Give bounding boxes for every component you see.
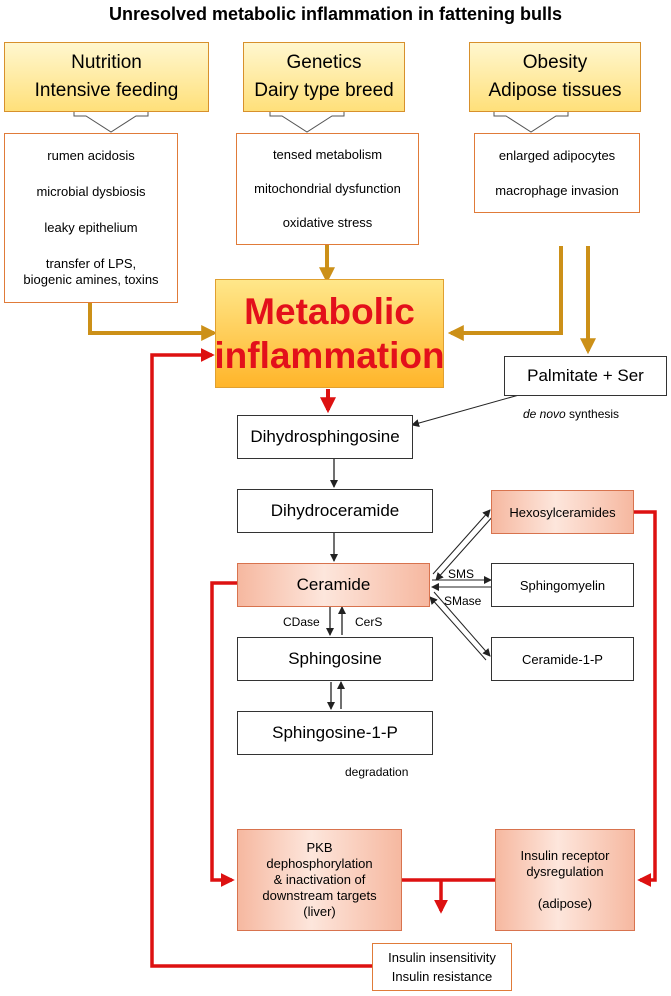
detail-nutrition: rumen acidosis microbial dysbiosis leaky… — [4, 133, 178, 303]
central-line-2: inflammation — [214, 334, 445, 376]
pkb-line: & inactivation of — [273, 872, 366, 887]
detail-obesity: enlarged adipocytes macrophage invasion — [474, 133, 640, 213]
receptor-line: Insulin receptor — [520, 848, 610, 863]
insulin-resistance-line: Insulin resistance — [391, 968, 493, 984]
hollow-arrow-genetics — [269, 110, 345, 133]
smase-label: SMase — [444, 594, 482, 608]
sms-label: SMS — [448, 567, 475, 581]
detail-genetics-item: mitochondrial dysfunction — [254, 181, 401, 196]
synthesis-label: synthesis — [565, 407, 620, 421]
gold-arrow-obesity — [447, 246, 563, 341]
degradation-label: degradation — [345, 765, 409, 779]
de-novo-label: de novo — [523, 407, 566, 421]
detail-nutrition-item: leaky epithelium — [44, 220, 138, 235]
cause-genetics-title: Genetics — [286, 52, 362, 73]
node-hexosylceramides: Hexosylceramides — [491, 490, 634, 534]
cause-nutrition-title: Nutrition — [71, 52, 142, 73]
hollow-arrow-obesity — [493, 110, 569, 133]
cause-obesity-subtitle: Adipose tissues — [488, 80, 622, 101]
pkb-line: dephosphorylation — [266, 856, 373, 871]
detail-genetics-item: oxidative stress — [282, 215, 373, 230]
node-ceramide-1-p: Ceramide-1-P — [491, 637, 634, 681]
metabolic-inflammation-box: Metabolic inflammation — [214, 279, 445, 388]
node-insulin-resistance: Insulin insensitivity Insulin resistance — [372, 943, 512, 991]
pkb-line: (liver) — [303, 904, 336, 919]
detail-genetics: tensed metabolism mitochondrial dysfunct… — [236, 133, 419, 245]
red-arrow-ceramide-to-pkb — [210, 581, 237, 887]
node-insulin-receptor-dysregulation: Insulin receptor dysregulation (adipose) — [495, 829, 635, 931]
de-novo-synthesis-label: de novo synthesis — [523, 407, 619, 421]
arrow-hexosyl-to-ceramide — [435, 514, 495, 581]
arrow-c1p-to-ceramide — [429, 596, 487, 661]
detail-nutrition-item: transfer of LPS, — [45, 256, 137, 271]
node-palmitate-ser: Palmitate + Ser — [504, 356, 667, 396]
pkb-line: downstream targets — [262, 888, 377, 903]
detail-genetics-item: tensed metabolism — [272, 147, 383, 162]
cause-nutrition-subtitle: Intensive feeding — [34, 80, 179, 101]
detail-nutrition-transfer: transfer of LPS, biogenic amines, toxins — [23, 256, 158, 288]
cause-genetics: Genetics Dairy type breed — [243, 42, 405, 112]
node-ceramide: Ceramide — [237, 563, 430, 607]
detail-obesity-item: macrophage invasion — [495, 182, 619, 198]
arrow-ceramide-to-c1p — [433, 591, 491, 657]
cause-obesity-title: Obesity — [522, 52, 588, 73]
red-arrow-hexosyl-to-receptor — [634, 510, 657, 887]
node-pkb-dephosphorylation: PKB dephosphorylation & inactivation of … — [237, 829, 402, 931]
node-dihydrosphingosine: Dihydrosphingosine — [237, 415, 413, 459]
node-sphingosine: Sphingosine — [237, 637, 433, 681]
cause-obesity: Obesity Adipose tissues — [469, 42, 641, 112]
node-sphingosine-1-p: Sphingosine-1-P — [237, 711, 433, 755]
detail-nutrition-item: biogenic amines, toxins — [23, 272, 159, 287]
node-dihydroceramide: Dihydroceramide — [237, 489, 433, 533]
detail-nutrition-item: rumen acidosis — [47, 148, 135, 163]
insulin-resistance-line: Insulin insensitivity — [388, 949, 496, 965]
gold-arrow-nutrition — [88, 302, 218, 341]
receptor-line: (adipose) — [537, 896, 593, 911]
hollow-arrow-nutrition — [73, 110, 149, 133]
receptor-line: dysregulation — [526, 864, 604, 879]
pkb-line: PKB — [306, 840, 333, 855]
cause-nutrition: Nutrition Intensive feeding — [4, 42, 209, 112]
arrow-palmitate-to-dhs — [411, 392, 527, 427]
arrow-ceramide-to-hexosyl — [432, 509, 491, 575]
diagram-title: Unresolved metabolic inflammation in fat… — [108, 4, 563, 24]
cause-genetics-subtitle: Dairy type breed — [254, 80, 394, 101]
detail-obesity-item: enlarged adipocytes — [498, 147, 616, 163]
cers-label: CerS — [355, 615, 383, 629]
node-sphingomyelin: Sphingomyelin — [491, 563, 634, 607]
cdase-label: CDase — [283, 615, 320, 629]
central-line-1: Metabolic — [244, 290, 415, 332]
red-arrow-feedback-loop — [150, 348, 372, 968]
detail-nutrition-item: microbial dysbiosis — [36, 184, 146, 199]
